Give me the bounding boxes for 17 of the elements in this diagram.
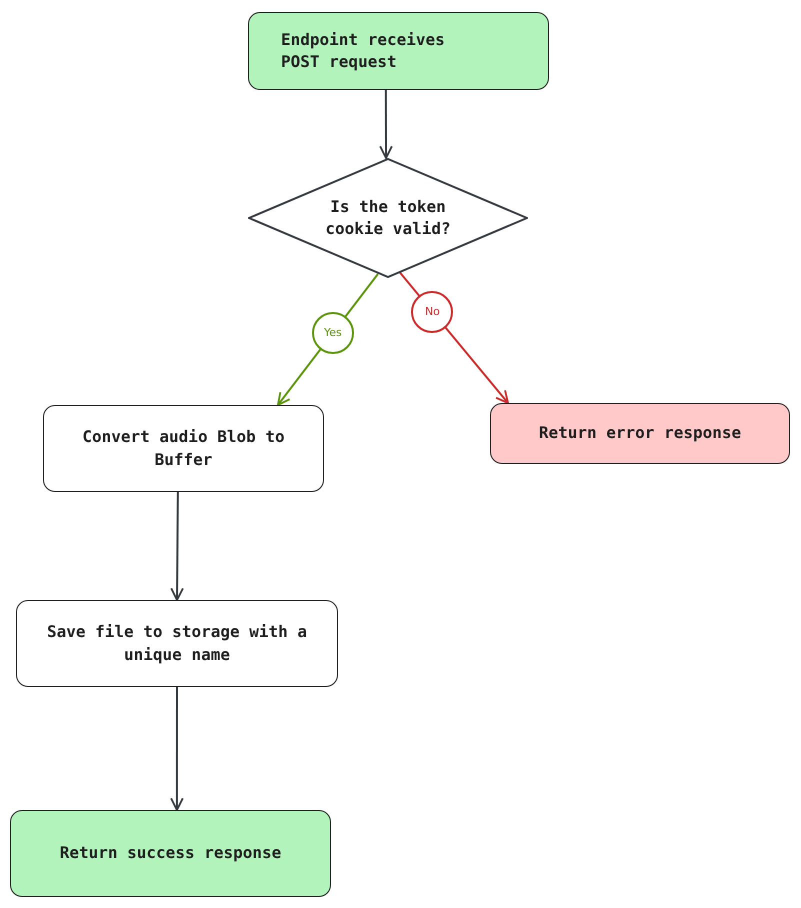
process-box bbox=[43, 405, 324, 492]
edge-label: No bbox=[411, 290, 454, 333]
arrow bbox=[170, 687, 184, 811]
edge-label: Yes bbox=[312, 312, 354, 354]
process-box bbox=[248, 12, 549, 90]
node-text: Convert audio Blob to Buffer bbox=[81, 426, 286, 470]
arrow bbox=[170, 492, 184, 601]
arrow bbox=[379, 90, 393, 159]
node-text: Endpoint receives POST request bbox=[281, 28, 446, 73]
node-text: Is the token cookie valid? bbox=[324, 196, 452, 240]
process-box bbox=[10, 810, 331, 897]
node-text: Return success response bbox=[58, 842, 282, 864]
node-text: Return error response bbox=[538, 422, 742, 444]
process-box bbox=[16, 600, 338, 687]
decision-diamond bbox=[248, 158, 528, 278]
node-text: Save file to storage with a unique name bbox=[46, 621, 308, 666]
process-box bbox=[490, 403, 790, 464]
